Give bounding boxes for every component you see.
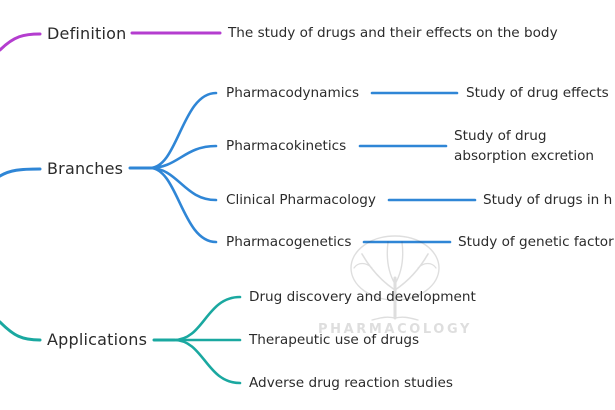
application-drug-discovery: Drug discovery and development <box>249 289 476 305</box>
watermark: PHARMACOLOGY <box>300 228 490 358</box>
detail-clinical-pharmacology: Study of drugs in h <box>483 192 613 208</box>
branches-label: Branches <box>47 159 124 178</box>
detail-pharmacogenetics: Study of genetic factor <box>458 234 614 250</box>
tree-icon <box>350 235 440 321</box>
definition-connector <box>0 32 42 52</box>
branch-connector-pharmacogenetics <box>148 166 218 244</box>
applications-label: Applications <box>47 330 148 349</box>
detail-pharmacokinetics: Study of drug absorption excretion <box>454 128 595 164</box>
application-adverse-reaction: Adverse drug reaction studies <box>249 375 453 391</box>
branch-pharmacodynamics: Pharmacodynamics <box>226 85 360 101</box>
application-therapeutic-use: Therapeutic use of drugs <box>249 332 420 348</box>
definition-detail: The study of drugs and their effects on … <box>228 25 558 41</box>
applications-connector <box>0 320 42 342</box>
branches-connector <box>0 167 42 178</box>
application-connector-adverse <box>172 338 242 385</box>
detail-pharmacodynamics: Study of drug effects <box>466 85 609 101</box>
branch-pharmacokinetics: Pharmacokinetics <box>226 138 347 154</box>
branch-pharmacogenetics: Pharmacogenetics <box>226 234 352 250</box>
branch-connector-pharmacodynamics <box>148 91 218 170</box>
definition-label: Definition <box>47 24 127 43</box>
application-connector-discovery <box>172 295 242 342</box>
branch-clinical-pharmacology: Clinical Pharmacology <box>226 192 376 208</box>
watermark-text: PHARMACOLOGY <box>318 322 472 337</box>
branch-connector-pharmacokinetics <box>148 144 218 170</box>
